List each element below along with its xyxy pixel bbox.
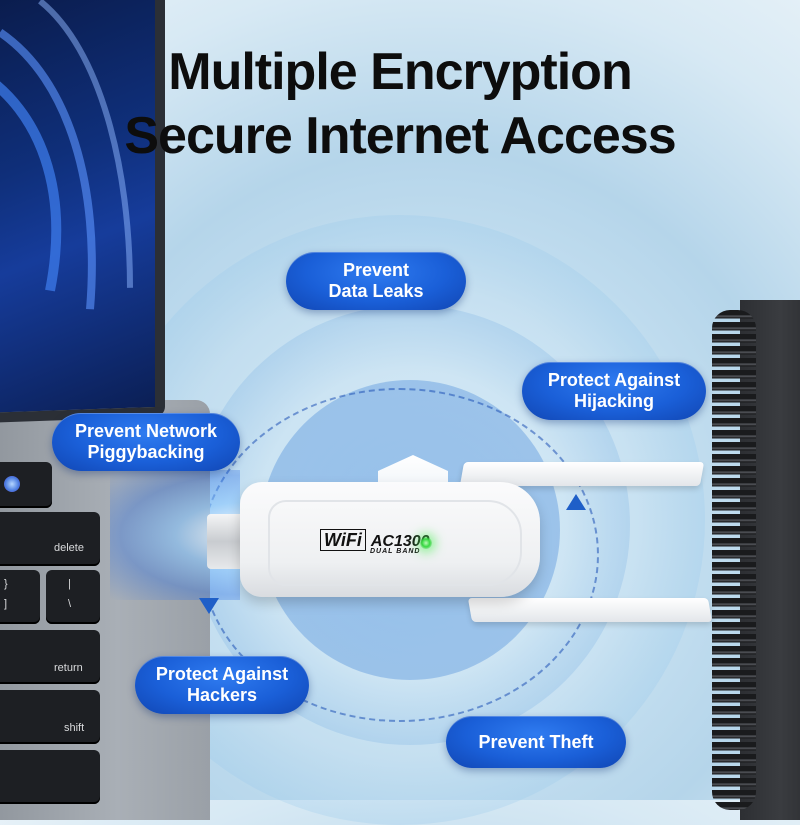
feature-prevent-theft: Prevent Theft (446, 716, 626, 768)
keyboard-key-brace: } ] (0, 570, 40, 624)
wifi-logo: WiFi AC1300 DUAL BAND (320, 529, 430, 555)
keyboard-key-bottom (0, 750, 100, 804)
feature-protect-hackers: Protect Against Hackers (135, 656, 309, 714)
keyboard-key-delete: delete (0, 512, 100, 566)
wifi-brand: WiFi (320, 529, 366, 551)
headline-line-1: Multiple Encryption (168, 43, 632, 101)
headline: Multiple Encryption Secure Internet Acce… (0, 40, 800, 168)
siri-icon (4, 476, 20, 492)
headline-line-2: Secure Internet Access (124, 107, 676, 165)
wifi-adapter-face (268, 500, 522, 586)
feature-protect-hijacking: Protect Against Hijacking (522, 362, 706, 420)
status-led (420, 537, 432, 549)
keyboard-key-return: return (0, 630, 100, 684)
wifi-model: AC1300 (370, 533, 430, 550)
laptop-screen (0, 0, 165, 424)
feature-prevent-piggybacking: Prevent Network Piggybacking (52, 413, 240, 471)
keyboard-key-touchid (0, 462, 52, 508)
keyboard-key-shift: shift (0, 690, 100, 744)
wifi-band: DUAL BAND (370, 548, 421, 555)
arrow-up-right-icon (566, 494, 586, 510)
orbit-arrows (199, 494, 586, 614)
notebook-spiral (712, 310, 756, 810)
arrow-down-left-icon (199, 598, 219, 614)
wallpaper-graphic (0, 0, 133, 310)
feature-prevent-data-leaks: Prevent Data Leaks (286, 252, 466, 310)
keyboard-key-backslash: | \ (46, 570, 100, 624)
